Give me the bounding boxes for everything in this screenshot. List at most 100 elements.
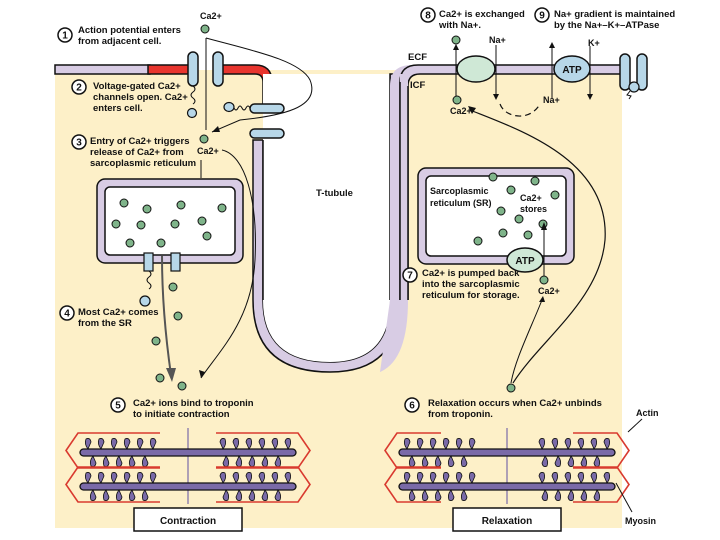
step-number: 2 (76, 83, 82, 94)
calcium-ion (136, 220, 146, 230)
myosin-head (235, 455, 243, 467)
myosin-label: Myosin (625, 516, 656, 526)
myosin-head (567, 489, 575, 501)
myosin-head (102, 489, 110, 501)
step-text-line: into the sarcoplasmic (422, 279, 520, 290)
calcium-ion (197, 216, 207, 226)
actin-pointer (627, 418, 643, 433)
l-type-calcium-channel (186, 51, 224, 119)
calcium-ion (200, 24, 210, 34)
step-text-line: from troponin. (428, 409, 493, 420)
t-tubule-label: T-tubule (316, 188, 353, 199)
myosin-head (248, 455, 256, 467)
myosin-filament (79, 448, 297, 457)
myosin-head (235, 489, 243, 501)
myosin-head (408, 455, 416, 467)
myosin-head (232, 438, 240, 450)
myosin-head (232, 472, 240, 484)
ca-ion-label-top: Ca2+ (200, 11, 222, 21)
myosin-head (115, 455, 123, 467)
myosin-head (102, 455, 110, 467)
calcium-ion (498, 228, 508, 238)
contraction-label-box (133, 507, 243, 532)
step-number-badge (420, 7, 436, 23)
calcium-ion (452, 95, 462, 105)
myosin-head (447, 455, 455, 467)
step-number: 8 (425, 11, 431, 22)
myosin-head (115, 489, 123, 501)
contraction-label: Contraction (160, 516, 216, 527)
actin-label: Actin (636, 408, 659, 418)
step-text-line: channels open. Ca2+ (93, 92, 188, 103)
myosin-head (442, 472, 450, 484)
step-number-badge (59, 305, 75, 321)
calcium-ion (530, 176, 540, 186)
myosin-head (590, 438, 598, 450)
calcium-ion (119, 198, 129, 208)
myosin-head (284, 438, 292, 450)
step-text-line: Action potential enters (78, 25, 181, 36)
myosin-head (222, 489, 230, 501)
actin-filament (65, 466, 160, 503)
myosin-head (421, 455, 429, 467)
ca-to-pump-arrow (510, 299, 543, 384)
myosin-head (416, 438, 424, 450)
myosin-head (123, 472, 131, 484)
step-number-badge (71, 79, 87, 95)
t-tubule-lumen (263, 74, 390, 362)
myosin-head (403, 438, 411, 450)
step-number: 4 (64, 309, 70, 320)
calcium-ion (451, 35, 461, 45)
na-ca-exchanger (456, 55, 496, 83)
calcium-ion (176, 200, 186, 210)
myosin-head (89, 455, 97, 467)
k-ion-label-ecf: K+ (588, 38, 600, 48)
myosin-head (434, 455, 442, 467)
myosin-head (577, 438, 585, 450)
step-text-line: with Na+. (438, 20, 481, 31)
myosin-head (567, 455, 575, 467)
step-text-line: reticulum for storage. (422, 290, 520, 301)
calcium-ion (514, 214, 524, 224)
actin-filament (65, 432, 160, 469)
serca-atp-pump (506, 247, 544, 273)
calcium-ion (506, 383, 516, 393)
calcium-ion (217, 203, 227, 213)
myosin-head (97, 438, 105, 450)
myosin-head (261, 455, 269, 467)
myosin-head (551, 438, 559, 450)
step-number: 3 (76, 138, 82, 149)
myosin-head (274, 455, 282, 467)
step-number: 7 (407, 271, 413, 282)
step-text-line: Ca2+ is pumped back (422, 268, 520, 279)
step-text-line: to initiate contraction (133, 409, 230, 420)
myosin-head (128, 489, 136, 501)
myosin-filament (398, 482, 616, 491)
myosin-head (284, 472, 292, 484)
myosin-head (84, 438, 92, 450)
step-text-line: Na+ gradient is maintained (554, 9, 675, 20)
myosin-head (271, 472, 279, 484)
myosin-filament (79, 482, 297, 491)
myosin-head (141, 455, 149, 467)
step-text-line: Entry of Ca2+ triggers (90, 136, 190, 147)
myosin-head (593, 489, 601, 501)
calcium-ion (173, 311, 183, 321)
myosin-head (219, 472, 227, 484)
myosin-head (141, 489, 149, 501)
step-number: 1 (62, 31, 68, 42)
step-text-line: enters cell. (93, 103, 143, 114)
ca-trigger-arrow (200, 149, 256, 379)
myosin-pointer (615, 482, 633, 513)
myosin-head (136, 438, 144, 450)
ca-stores-label-line1: Ca2+ (520, 193, 542, 203)
myosin-head (554, 455, 562, 467)
myosin-head (455, 438, 463, 450)
ecf-label: ECF (408, 52, 427, 63)
calcium-ion (177, 381, 187, 391)
na-ion-label-ecf: Na+ (489, 35, 506, 45)
myosin-head (136, 472, 144, 484)
